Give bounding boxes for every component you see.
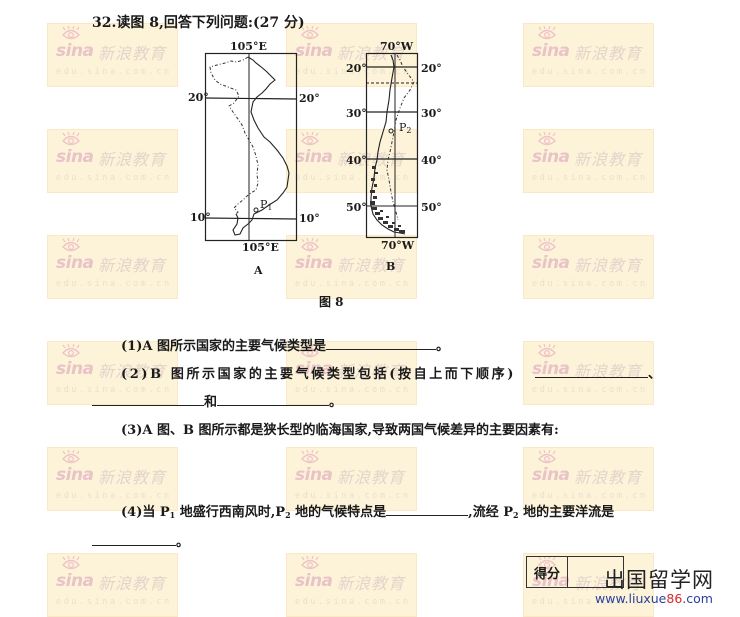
map-a-meridian-top: 105°E: [230, 40, 267, 53]
sina-eye-icon: [538, 238, 556, 252]
map-b-meridian-bottom: 70°W: [381, 239, 415, 252]
site-logo-url: www.liuxue86.com: [595, 591, 713, 606]
sina-eye-icon: [62, 450, 80, 464]
sina-eye-icon: [301, 556, 319, 570]
sina-eye-icon: [301, 26, 319, 40]
q2-blank-row2: 和。: [92, 391, 342, 410]
sina-eye-icon: [538, 132, 556, 146]
q4-answer-blank-1[interactable]: [386, 514, 469, 516]
map-b-lat-left-40: 40°: [346, 154, 367, 167]
sina-eye-icon: [538, 450, 556, 464]
map-b-lat-left-50: 50°: [346, 201, 367, 214]
map-b-lat-left-20: 20°: [346, 62, 367, 75]
map-a-meridian-bottom: 105°E: [242, 241, 279, 254]
subquestion-4: (4)当 P1 地盛行西南风时,P2 地的气候特点是,流经 P2 地的主要洋流是: [121, 505, 615, 520]
q4-blank-row2: 。: [92, 531, 189, 550]
sina-eye-icon: [62, 238, 80, 252]
score-label: 得分: [527, 557, 568, 587]
question-number: 32.: [92, 15, 117, 31]
map-b-lat-left-30: 30°: [346, 107, 367, 120]
map-b-lat-right-30: 30°: [421, 107, 442, 120]
map-b-lat-right-20: 20°: [421, 62, 442, 75]
q2-answer-blank-3[interactable]: [217, 404, 330, 406]
map-b-meridian-top: 70°W: [380, 40, 414, 53]
sina-eye-icon: [62, 344, 80, 358]
map-a-label: A: [254, 264, 263, 277]
map-b-lat-right-50: 50°: [421, 201, 442, 214]
sina-eye-icon: [538, 556, 556, 570]
q1-answer-blank[interactable]: [325, 348, 436, 350]
q3-text: (3)A 图、B 图所示都是狭长型的临海国家,导致两国气候差异的主要因素有:: [121, 423, 559, 438]
sina-eye-icon: [62, 556, 80, 570]
map-b-label: B: [386, 260, 396, 273]
map-b-lat-right-40: 40°: [421, 154, 442, 167]
q2-blank-row1: 、: [535, 363, 661, 382]
sina-eye-icon: [301, 344, 319, 358]
sina-eye-icon: [62, 26, 80, 40]
sina-eye-icon: [538, 344, 556, 358]
q4-answer-blank-2[interactable]: [92, 544, 176, 546]
map-a-lat10-right: 10°: [299, 212, 320, 225]
q2-answer-blank-1[interactable]: [535, 376, 648, 378]
question-title: 32.读图 8,回答下列问题:(27 分): [92, 12, 305, 32]
subquestion-3: (3)A 图、B 图所示都是狭长型的临海国家,导致两国气候差异的主要因素有:: [121, 419, 559, 438]
sina-eye-icon: [538, 26, 556, 40]
map-a-lat20-right: 20°: [299, 92, 320, 105]
question-prompt: 读图 8,回答下列问题:(27 分): [116, 15, 305, 31]
q2-answer-blank-2[interactable]: [92, 404, 204, 406]
subquestion-2: (2)B 图所示国家的主要气候类型包括(按自上而下顺序): [121, 363, 516, 382]
subquestion-1: (1)A 图所示国家的主要气候类型是。: [121, 339, 449, 354]
map-a-lat20-left: 20°: [188, 91, 209, 104]
site-logo[interactable]: 出国留学网 www.liuxue86.com: [595, 568, 714, 606]
site-logo-title: 出国留学网: [604, 568, 714, 592]
sina-eye-icon: [301, 450, 319, 464]
q1-text: (1)A 图所示国家的主要气候类型是: [121, 339, 326, 354]
score-box: 得分: [526, 556, 624, 588]
map-a-point-p1: P1: [260, 198, 273, 212]
sina-eye-icon: [62, 132, 80, 146]
q2-text: (2)B 图所示国家的主要气候类型包括(按自上而下顺序): [121, 367, 516, 382]
sina-eye-icon: [301, 132, 319, 146]
map-b-point-p2: P2: [399, 121, 412, 135]
sina-eye-icon: [301, 238, 319, 252]
figure-caption: 图 8: [319, 295, 344, 309]
